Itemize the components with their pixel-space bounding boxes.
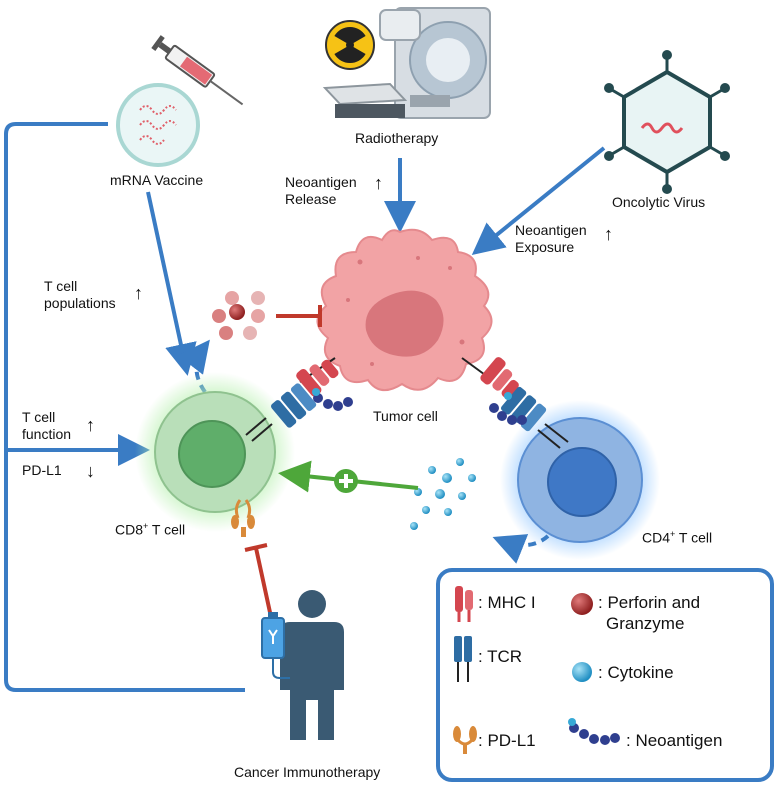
radiotherapy-label: Radiotherapy bbox=[355, 130, 439, 146]
t-cell-function-up-arrow: ↑ bbox=[86, 415, 95, 435]
plus-icon bbox=[334, 469, 358, 493]
neoantigen-release-up-arrow: ↑ bbox=[374, 173, 383, 193]
pd-l1-down-arrow: ↓ bbox=[86, 461, 95, 481]
perforin-granzyme-cluster bbox=[212, 291, 265, 340]
mhc-tcr-complex-left bbox=[245, 357, 353, 442]
legend-mhc-label: : MHC I bbox=[478, 593, 536, 612]
neoantigen-exposure-up-arrow: ↑ bbox=[604, 224, 613, 244]
cancer-immunotherapy-label: Cancer Immunotherapy bbox=[234, 764, 381, 780]
legend-pdl1-icon bbox=[453, 726, 477, 754]
legend-tcr-label: : TCR bbox=[478, 647, 523, 666]
legend-neoantigen-icon bbox=[568, 718, 620, 745]
tumor-cell bbox=[316, 228, 493, 391]
neoantigen-release-line2: Release bbox=[285, 191, 337, 207]
radiotherapy-machine-icon bbox=[322, 7, 491, 119]
cd8-t-cell-label: CD8+ T cell bbox=[115, 521, 186, 538]
neoantigen-exposure-line2: Exposure bbox=[515, 239, 575, 255]
vaccine-feedback-line bbox=[4, 122, 245, 692]
mhc-tcr-complex-right bbox=[461, 357, 569, 449]
cd4-secretion-dashed-arrow bbox=[492, 534, 550, 564]
cytokine-cluster bbox=[410, 458, 476, 530]
neoantigen-release-line1: Neoantigen bbox=[285, 174, 357, 190]
legend-mhc-icon bbox=[455, 586, 473, 622]
legend-tcr-icon bbox=[454, 636, 472, 682]
mrna-vaccine-icon bbox=[116, 35, 244, 167]
pd-l1-receptor bbox=[231, 499, 255, 537]
t-cell-populations-up-arrow: ↑ bbox=[134, 283, 143, 303]
pd-l1-label: PD-L1 bbox=[22, 462, 62, 478]
cd4-t-cell bbox=[500, 400, 660, 560]
legend-perforin-icon bbox=[571, 593, 593, 615]
legend-pdl1-label: : PD-L1 bbox=[478, 731, 536, 750]
cd8-t-cell bbox=[135, 372, 295, 532]
oncolytic-virus-label: Oncolytic Virus bbox=[612, 194, 706, 210]
t-cell-function-line2: function bbox=[22, 426, 72, 442]
tumor-cell-label: Tumor cell bbox=[373, 408, 438, 424]
legend-box bbox=[436, 568, 774, 782]
t-cell-populations-line2: populations bbox=[44, 295, 116, 311]
neoantigen-exposure-line1: Neoantigen bbox=[515, 222, 587, 238]
patient-with-iv-icon bbox=[261, 590, 344, 740]
cd4-t-cell-label: CD4+ T cell bbox=[642, 529, 713, 546]
legend-perforin-label-2: Granzyme bbox=[606, 614, 685, 633]
legend-cytokine-icon bbox=[572, 662, 592, 682]
perforin-inhibit-line bbox=[276, 305, 322, 327]
t-cell-populations-line1: T cell bbox=[44, 278, 78, 294]
legend-cytokine-label: : Cytokine bbox=[598, 663, 674, 682]
t-cell-function-line1: T cell bbox=[22, 409, 56, 425]
vaccine-to-cd8-arrow bbox=[146, 191, 197, 376]
legend-perforin-label-1: : Perforin and bbox=[598, 593, 701, 612]
legend-neoantigen-label: : Neoantigen bbox=[626, 731, 723, 750]
oncolytic-virus-arrow bbox=[471, 146, 606, 256]
oncolytic-virus-icon bbox=[604, 50, 730, 194]
mrna-vaccine-label: mRNA Vaccine bbox=[110, 172, 204, 188]
